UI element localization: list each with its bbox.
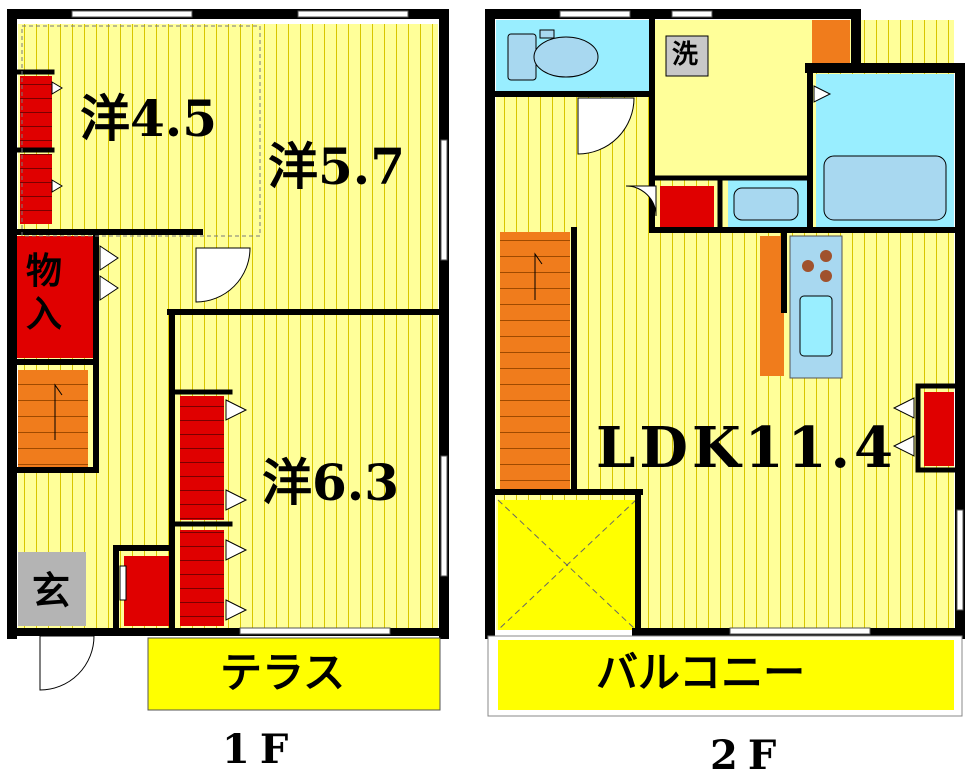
floor-1f xyxy=(7,9,449,711)
closet-2f-hall xyxy=(660,186,714,228)
void-cross xyxy=(497,499,637,631)
room-label-balcony: バルコニー xyxy=(596,648,806,697)
closet-6-3-lower xyxy=(180,530,224,626)
room-label-storage: 物入 xyxy=(26,250,63,336)
loft-outline-1f xyxy=(21,25,261,237)
room-label-terrace: テラス xyxy=(220,648,346,697)
bathtub-icon xyxy=(823,155,947,221)
kitchen-sink-icon xyxy=(799,295,833,357)
room-label-entrance: 玄 xyxy=(32,568,71,613)
room-label-ldk: LDK11.4 xyxy=(596,415,897,481)
floor-label-2f: 2F xyxy=(710,732,787,779)
closet-6-3-upper xyxy=(180,396,224,520)
orange-storage-top xyxy=(812,20,850,68)
doors-1f xyxy=(39,81,251,691)
terrace xyxy=(147,637,441,711)
storage-room xyxy=(16,236,96,358)
room-label-youshitsu-4-5: 洋4.5 xyxy=(80,89,217,148)
sink-icon xyxy=(733,187,799,221)
room-label-youshitsu-5-7: 洋5.7 xyxy=(268,137,405,196)
windows-2f xyxy=(559,10,964,635)
doors-2f xyxy=(577,85,915,457)
stairs-1f-arrow-icon xyxy=(54,383,63,440)
balcony xyxy=(498,640,954,710)
entrance-tile xyxy=(18,552,86,626)
floor-2f xyxy=(485,9,965,717)
closet-ldk xyxy=(924,392,954,466)
room-label-washroom: 洗 xyxy=(672,40,699,70)
floor-label-1f: 1F xyxy=(222,726,299,773)
shoe-closet xyxy=(124,556,170,626)
stairs-1f xyxy=(18,370,88,470)
kitchen-counter-orange xyxy=(760,236,784,376)
stairs-2f-arrow-icon xyxy=(534,252,543,300)
washer-box xyxy=(665,35,709,77)
toilet-icon xyxy=(507,29,599,81)
closet-1f-lower xyxy=(20,154,52,224)
windows-1f xyxy=(71,10,448,635)
closet-1f-upper xyxy=(20,76,52,148)
stove-icon xyxy=(802,250,832,282)
room-label-youshitsu-6-3: 洋6.3 xyxy=(262,453,399,512)
